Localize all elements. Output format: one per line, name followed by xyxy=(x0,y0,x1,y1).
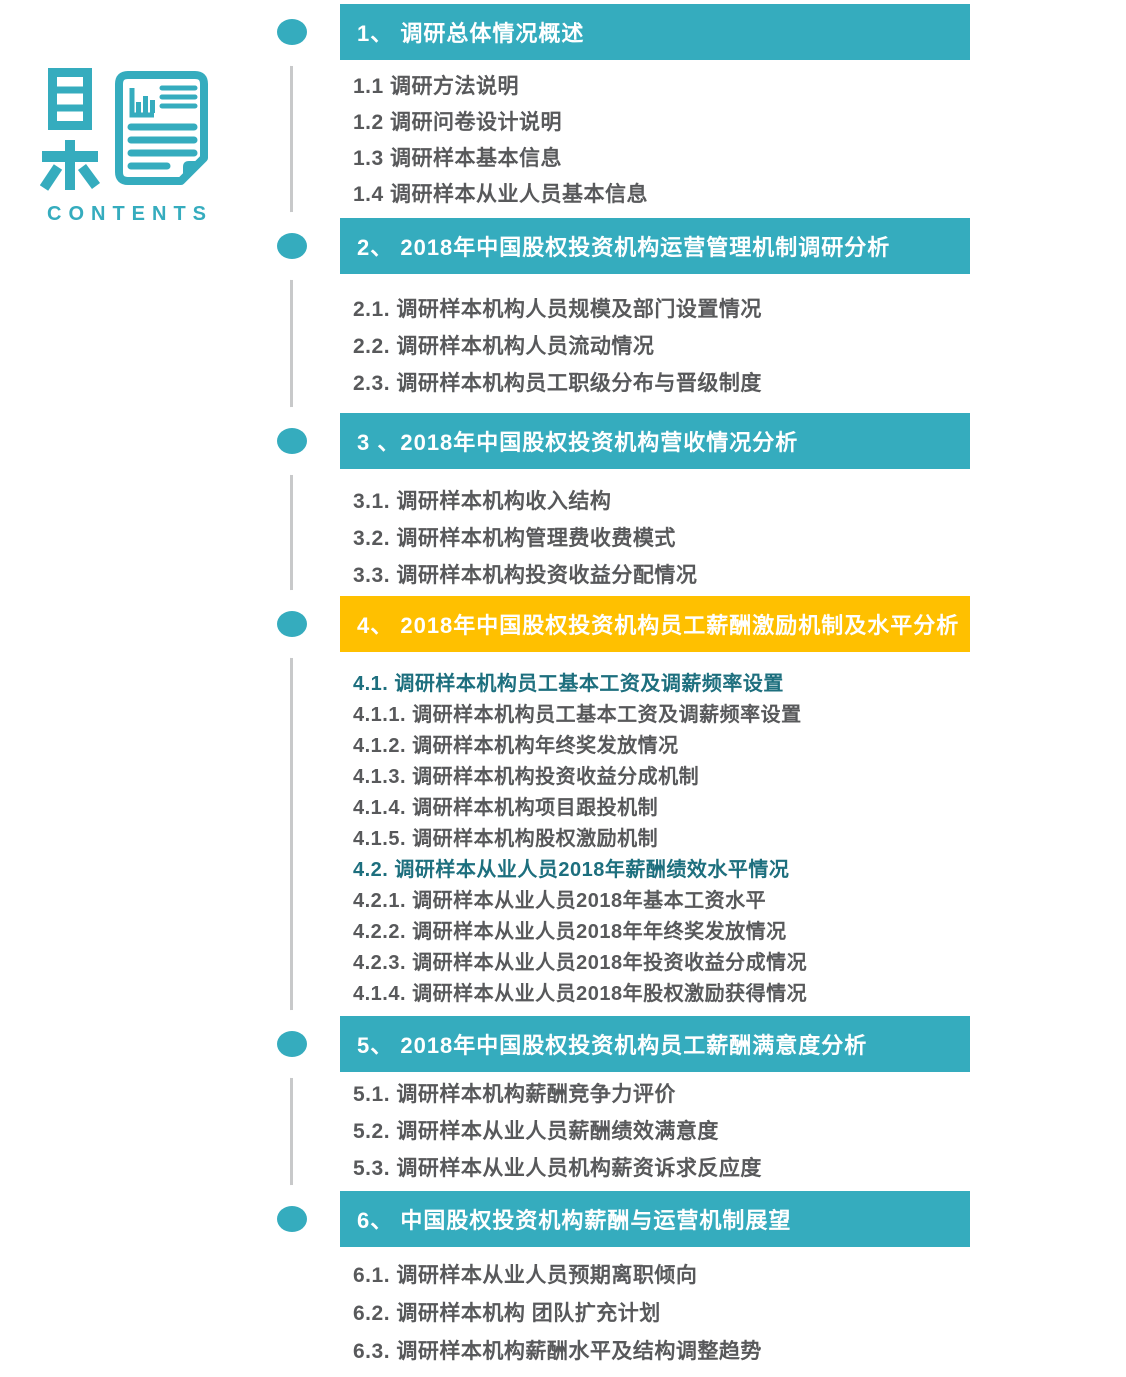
toc-item[interactable]: 3.2. 调研样本机构管理费收费模式 xyxy=(353,526,676,550)
toc-item[interactable]: 4.1.2. 调研样本机构年终奖发放情况 xyxy=(353,735,679,757)
timeline-dot-icon xyxy=(277,1031,307,1057)
section-list-2: 2.1. 调研样本机构人员规模及部门设置情况 2.2. 调研样本机构人员流动情况… xyxy=(353,289,762,400)
timeline-node-2 xyxy=(258,212,326,280)
timeline-node-1 xyxy=(258,0,326,66)
timeline-node-6 xyxy=(258,1185,326,1253)
section-list-5: 5.1. 调研样本机构薪酬竞争力评价 5.2. 调研样本从业人员薪酬绩效满意度 … xyxy=(353,1074,762,1185)
section-list-6: 6.1. 调研样本从业人员预期离职倾向 6.2. 调研样本机构 团队扩充计划 6… xyxy=(353,1255,762,1369)
contents-label: CONTENTS xyxy=(47,203,213,225)
toc-item[interactable]: 4.1.5. 调研样本机构股权激励机制 xyxy=(353,828,659,850)
toc-item[interactable]: 3.1. 调研样本机构收入结构 xyxy=(353,489,612,513)
timeline-dot-icon xyxy=(277,19,307,45)
timeline-node-4 xyxy=(258,590,326,658)
toc-item[interactable]: 5.2. 调研样本从业人员薪酬绩效满意度 xyxy=(353,1119,719,1143)
section-header-4[interactable]: 4、 2018年中国股权投资机构员工薪酬激励机制及水平分析 xyxy=(340,596,970,652)
section-header-2[interactable]: 2、 2018年中国股权投资机构运营管理机制调研分析 xyxy=(340,218,970,274)
section-list-3: 3.1. 调研样本机构收入结构 3.2. 调研样本机构管理费收费模式 3.3. … xyxy=(353,481,697,592)
toc-item[interactable]: 3.3. 调研样本机构投资收益分配情况 xyxy=(353,563,698,587)
toc-item[interactable]: 2.2. 调研样本机构人员流动情况 xyxy=(353,334,655,358)
toc-item[interactable]: 6.1. 调研样本从业人员预期离职倾向 xyxy=(353,1264,698,1287)
timeline-dot-icon xyxy=(277,428,307,454)
toc-item[interactable]: 2.1. 调研样本机构人员规模及部门设置情况 xyxy=(353,297,762,321)
toc-item-emphasis[interactable]: 4.2. 调研样本从业人员2018年薪酬绩效水平情况 xyxy=(353,859,790,881)
toc-item[interactable]: 6.2. 调研样本机构 团队扩充计划 xyxy=(353,1302,661,1325)
toc-item[interactable]: 4.2.3. 调研样本从业人员2018年投资收益分成情况 xyxy=(353,952,808,974)
contents-logo-icon xyxy=(40,68,208,191)
toc-item[interactable]: 5.1. 调研样本机构薪酬竞争力评价 xyxy=(353,1082,676,1106)
toc-item-emphasis[interactable]: 4.1. 调研样本机构员工基本工资及调薪频率设置 xyxy=(353,673,784,695)
section-list-4: 4.1. 调研样本机构员工基本工资及调薪频率设置 4.1.1. 调研样本机构员工… xyxy=(353,666,807,1007)
toc-item[interactable]: 5.3. 调研样本从业人员机构薪资诉求反应度 xyxy=(353,1156,762,1180)
toc-item[interactable]: 6.3. 调研样本机构薪酬水平及结构调整趋势 xyxy=(353,1340,762,1363)
timeline-dot-icon xyxy=(277,1206,307,1232)
toc-item[interactable]: 4.1.3. 调研样本机构投资收益分成机制 xyxy=(353,766,700,788)
timeline-dot-icon xyxy=(277,611,307,637)
toc-item[interactable]: 4.1.4. 调研样本从业人员2018年股权激励获得情况 xyxy=(353,983,808,1005)
toc-item[interactable]: 4.1.1. 调研样本机构员工基本工资及调薪频率设置 xyxy=(353,704,802,726)
timeline-node-5 xyxy=(258,1010,326,1078)
toc-item[interactable]: 1.3 调研样本基本信息 xyxy=(353,147,563,170)
section-header-3[interactable]: 3 、2018年中国股权投资机构营收情况分析 xyxy=(340,413,970,469)
toc-item[interactable]: 2.3. 调研样本机构员工职级分布与晋级制度 xyxy=(353,371,762,395)
timeline-node-3 xyxy=(258,407,326,475)
section-header-5[interactable]: 5、 2018年中国股权投资机构员工薪酬满意度分析 xyxy=(340,1016,970,1072)
timeline-dot-icon xyxy=(277,233,307,259)
toc-item[interactable]: 1.4 调研样本从业人员基本信息 xyxy=(353,183,649,206)
toc-item[interactable]: 4.2.1. 调研样本从业人员2018年基本工资水平 xyxy=(353,890,767,912)
toc-item[interactable]: 1.1 调研方法说明 xyxy=(353,75,520,98)
section-header-6[interactable]: 6、 中国股权投资机构薪酬与运营机制展望 xyxy=(340,1191,970,1247)
toc-item[interactable]: 1.2 调研问卷设计说明 xyxy=(353,111,563,134)
toc-item[interactable]: 4.2.2. 调研样本从业人员2018年年终奖发放情况 xyxy=(353,921,787,943)
section-list-1: 1.1 调研方法说明 1.2 调研问卷设计说明 1.3 调研样本基本信息 1.4… xyxy=(353,67,648,211)
toc-item[interactable]: 4.1.4. 调研样本机构项目跟投机制 xyxy=(353,797,659,819)
section-header-1[interactable]: 1、 调研总体情况概述 xyxy=(340,4,970,60)
